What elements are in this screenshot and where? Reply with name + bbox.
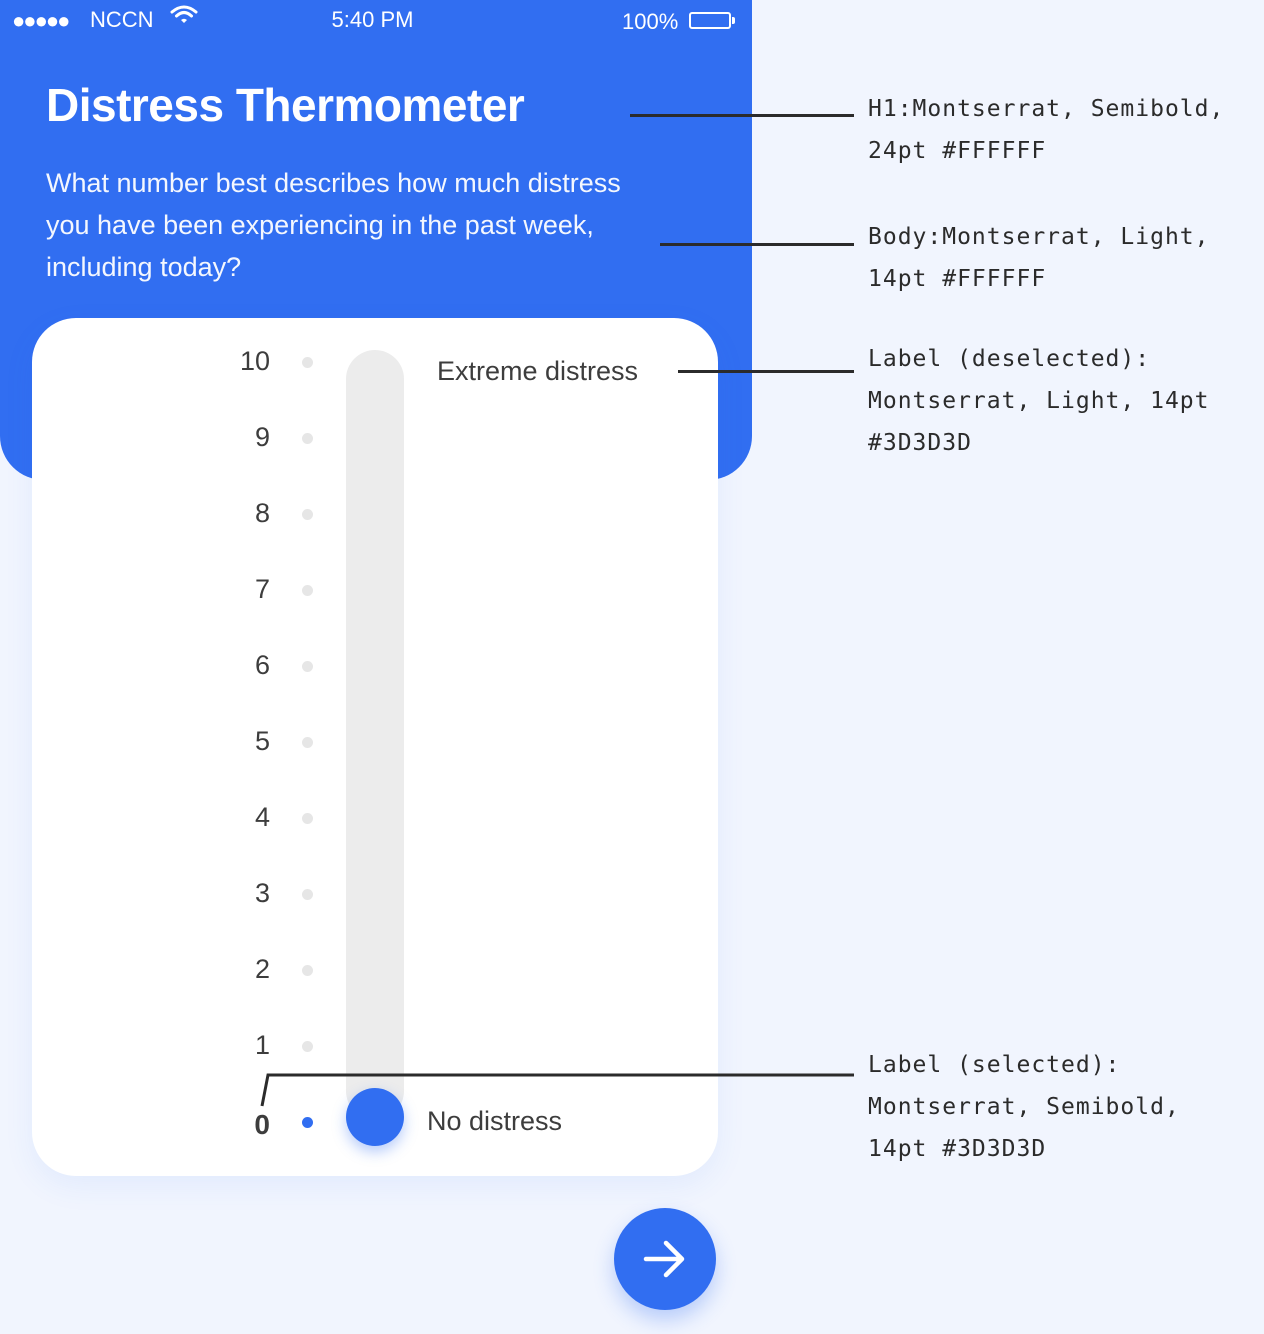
annotation-body: Body:Montserrat, Light, 14pt #FFFFFF <box>868 216 1258 300</box>
scale-dot-10 <box>302 357 313 368</box>
scale-number-4[interactable]: 4 <box>254 802 270 832</box>
scale-dot-3 <box>302 889 313 900</box>
label-no-distress: No distress <box>427 1106 563 1136</box>
scale-number-1[interactable]: 1 <box>254 1030 270 1060</box>
battery-icon <box>689 12 735 29</box>
scale-dot-2 <box>302 965 313 976</box>
next-button[interactable] <box>614 1208 716 1310</box>
scale-dot-0 <box>302 1117 313 1128</box>
question-text: What number best describes how much dist… <box>46 168 621 282</box>
scale-number-8[interactable]: 8 <box>254 498 270 528</box>
signal-icon: ●●●●● <box>12 8 70 33</box>
annotation-line-h1 <box>630 114 854 117</box>
annotation-text: 14pt #FFFFFF <box>868 266 1047 292</box>
wifi-icon <box>170 4 198 32</box>
scale-dot-9 <box>302 433 313 444</box>
label-extreme-distress: Extreme distress <box>437 356 639 386</box>
annotation-text: Label (selected): <box>868 1052 1121 1078</box>
annotation-text: Body:Montserrat, Light, <box>868 224 1210 250</box>
annotation-line-body <box>660 243 854 246</box>
annotation-label-deselected: Label (deselected): Montserrat, Light, 1… <box>868 338 1258 464</box>
annotation-text: Montserrat, Semibold, <box>868 1094 1180 1120</box>
annotation-text: 14pt #3D3D3D <box>868 1136 1047 1162</box>
scale-number-2[interactable]: 2 <box>254 954 270 984</box>
clock: 5:40 PM <box>331 7 414 32</box>
page-title: Distress Thermometer <box>46 79 525 131</box>
scale-number-3[interactable]: 3 <box>254 878 270 908</box>
annotation-line-label-deselected <box>678 370 854 373</box>
thermometer-track[interactable] <box>346 350 404 1120</box>
annotation-label-selected: Label (selected): Montserrat, Semibold, … <box>868 1044 1258 1170</box>
annotation-text: Label (deselected): <box>868 346 1151 372</box>
battery-percent: 100% <box>622 9 679 34</box>
annotation-h1: H1:Montserrat, Semibold, 24pt #FFFFFF <box>868 88 1258 172</box>
annotation-text: #3D3D3D <box>868 430 972 456</box>
scale-number-5[interactable]: 5 <box>254 726 270 756</box>
annotation-text: 24pt #FFFFFF <box>868 138 1047 164</box>
status-bar: ●●●●● NCCN 5:40 PM 100% <box>0 0 752 42</box>
scale-dot-6 <box>302 661 313 672</box>
scale-dot-8 <box>302 509 313 520</box>
carrier-name: NCCN <box>90 7 154 32</box>
scale-number-9[interactable]: 9 <box>254 422 270 452</box>
scale-dot-4 <box>302 813 313 824</box>
arrow-right-icon <box>643 1240 685 1278</box>
scale-number-7[interactable]: 7 <box>254 574 270 604</box>
scale-dot-1 <box>302 1041 313 1052</box>
scale-number-10[interactable]: 10 <box>239 346 270 376</box>
scale-dot-5 <box>302 737 313 748</box>
annotation-text: H1:Montserrat, Semibold, <box>868 96 1225 122</box>
phone-screen: ●●●●● NCCN 5:40 PM 100% Distress Thermom… <box>0 0 752 1310</box>
scale-number-6[interactable]: 6 <box>254 650 270 680</box>
annotation-text: Montserrat, Light, 14pt <box>868 388 1210 414</box>
scale-dot-7 <box>302 585 313 596</box>
slider-knob[interactable] <box>346 1088 404 1146</box>
scale-number-0[interactable]: 0 <box>254 1109 270 1140</box>
